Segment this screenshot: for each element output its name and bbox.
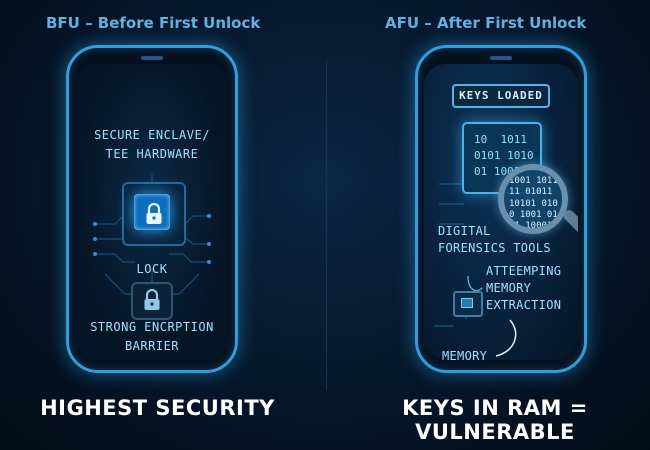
enclave-label: SECURE ENCLAVE/ TEE HARDWARE <box>75 126 229 163</box>
bfu-screen: SECURE ENCLAVE/ TEE HARDWARE LOCK STRONG… <box>75 64 229 360</box>
barrier-label-text: STRONG ENCRPTION BARRIER <box>90 320 214 353</box>
bfu-summary: HIGHEST SECURITY <box>40 396 275 420</box>
memory-extraction-text: ATTEEMPING MEMORY EXTRACTION <box>486 264 562 312</box>
barrier-label: STRONG ENCRPTION BARRIER <box>75 318 229 355</box>
afu-phone: KEYS LOADED 10 1011 0101 1010 01 1001 10… <box>415 45 587 373</box>
secure-enclave-chip <box>122 182 186 246</box>
enclave-label-text: SECURE ENCLAVE/ TEE HARDWARE <box>94 128 210 161</box>
afu-title: AFU – After First Unlock <box>385 14 587 32</box>
barrier-lock-icon <box>142 288 162 315</box>
magnifier-icon: 1001 1011 11 01011 10101 010 0 1001 01 1… <box>498 164 568 234</box>
enclave-lock-icon <box>143 202 165 229</box>
forensics-tools-text: DIGITAL FORENSICS TOOLS <box>438 224 551 255</box>
memory-label: MEMORY <box>442 349 488 360</box>
key-memory-chip: 10 1011 0101 1010 01 1001 <box>462 122 542 194</box>
panel-divider <box>326 60 327 390</box>
forensics-tools-label: DIGITAL FORENSICS TOOLS <box>438 223 551 257</box>
keys-loaded-badge: KEYS LOADED <box>452 84 550 108</box>
bfu-title: BFU – Before First Unlock <box>46 14 261 32</box>
bfu-phone: SECURE ENCLAVE/ TEE HARDWARE LOCK STRONG… <box>66 45 238 373</box>
chip-icon <box>453 291 483 317</box>
afu-summary: KEYS IN RAM = VULNERABLE <box>402 396 588 445</box>
phone-notch <box>141 56 163 60</box>
afu-screen: KEYS LOADED 10 1011 0101 1010 01 1001 10… <box>424 64 578 360</box>
phone-notch <box>490 56 512 60</box>
lens-binary: 1001 1011 11 01011 10101 010 0 1001 01 1… <box>509 176 558 231</box>
barrier-lock-box <box>131 282 173 320</box>
memory-extraction-label: ATTEEMPING MEMORY EXTRACTION <box>486 263 561 313</box>
lock-label: LOCK <box>136 262 168 276</box>
